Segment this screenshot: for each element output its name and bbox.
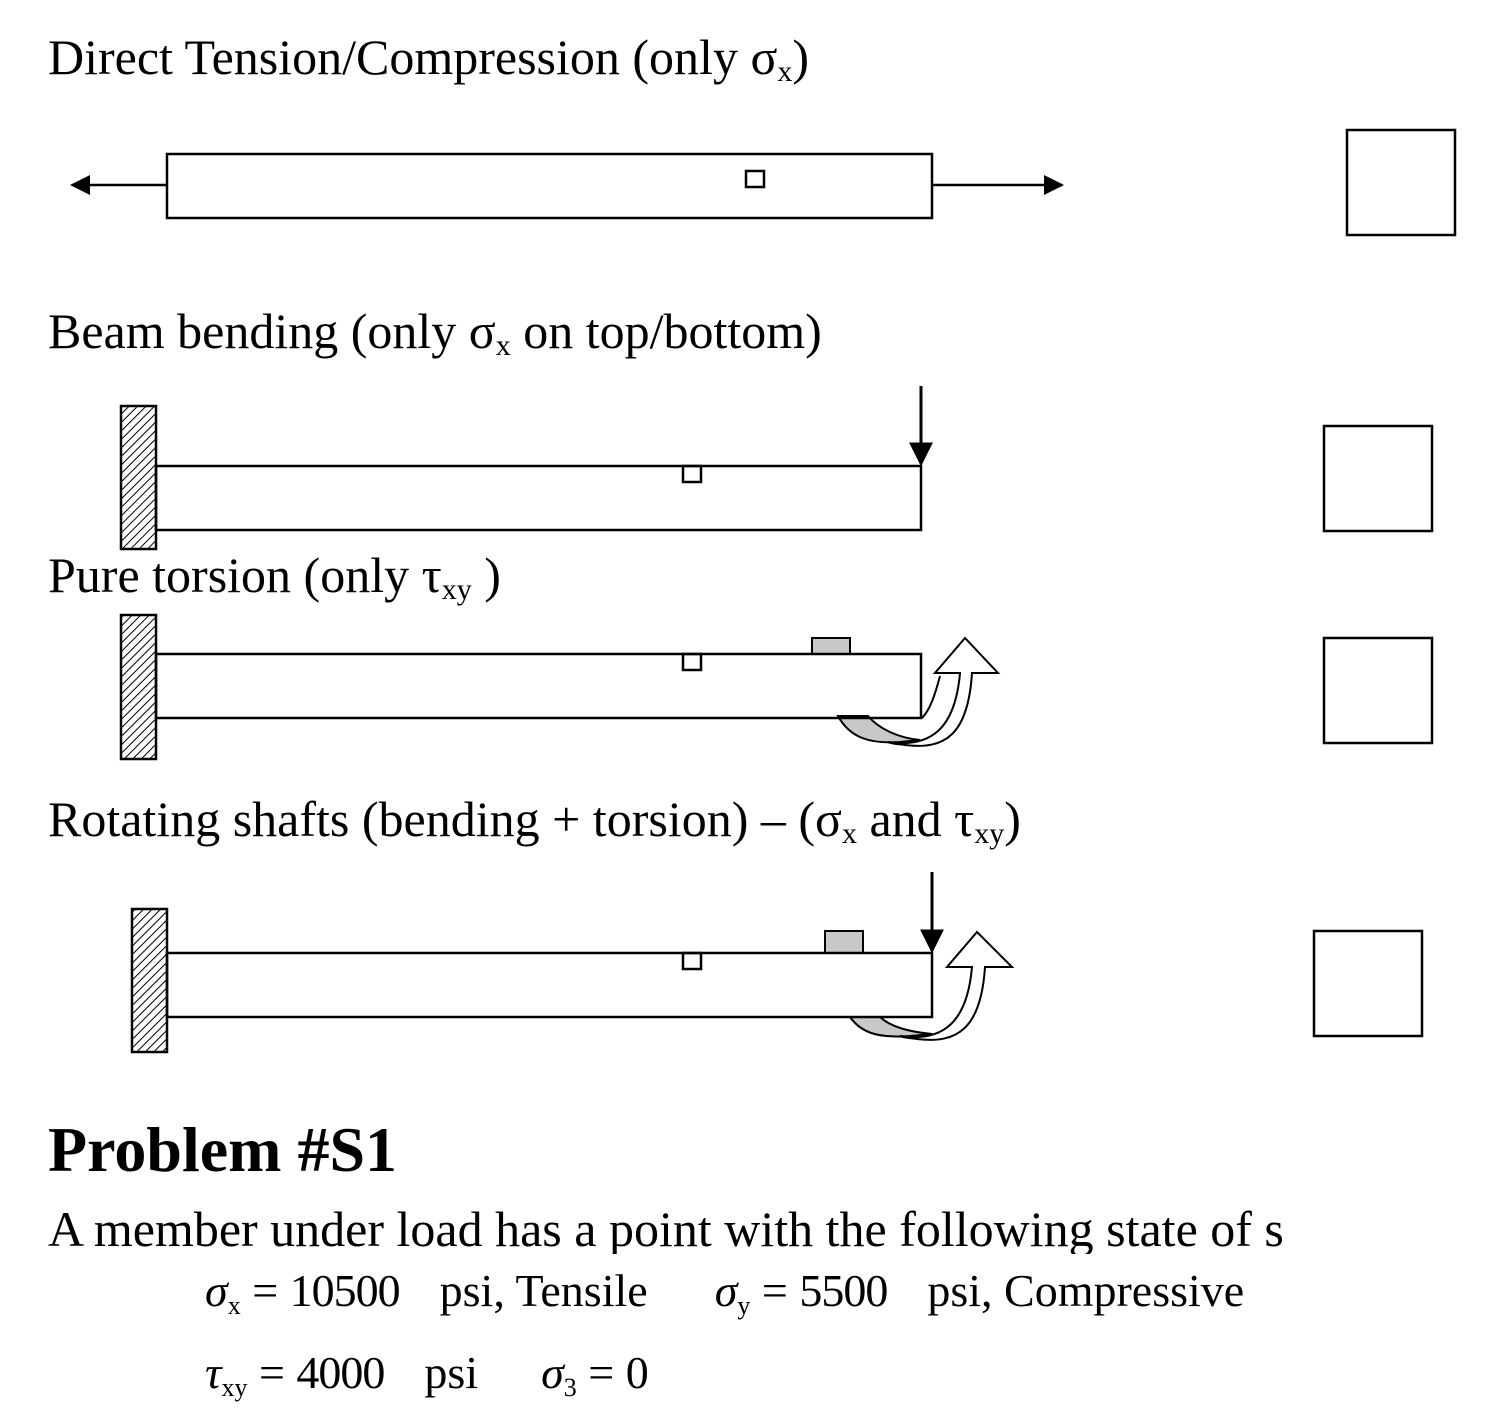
torque-arrow — [899, 930, 1015, 1041]
sigma-y-subscript: y — [737, 1291, 751, 1320]
sigma-3-subscript: 3 — [563, 1373, 577, 1402]
equation-row-2: τxy = 4000 psi σ3 = 0 — [205, 1347, 649, 1406]
torque-arrow — [887, 636, 1001, 747]
grip-tab — [824, 930, 864, 954]
problem-title: Problem #S1 — [48, 1114, 398, 1185]
sigma-x-subscript: x — [227, 1291, 241, 1320]
heading-subscript: xy — [974, 817, 1005, 850]
torque-arrow-back — [836, 715, 921, 744]
torque-arrow-inner — [921, 675, 941, 719]
stress-element-marker — [681, 652, 703, 672]
sigma-y-unit: psi, Compressive — [927, 1265, 1245, 1316]
problem-statement: A member under load has a point with the… — [48, 1204, 1284, 1254]
heading-subscript: x — [777, 55, 793, 88]
sigma-3-symbol: σ — [541, 1347, 564, 1398]
sigma-y-value: 5500 — [799, 1265, 888, 1316]
answer-box-4[interactable] — [1312, 929, 1424, 1038]
tau-xy-subscript: xy — [221, 1373, 248, 1402]
tau-xy-unit: psi — [424, 1347, 479, 1398]
sigma-x-unit: psi, Tensile — [439, 1265, 648, 1316]
heading-mid: and τ — [856, 791, 975, 847]
sigma-x-value: 10500 — [289, 1265, 401, 1316]
pure-torsion-figure — [119, 613, 1001, 761]
equals-sign: = — [750, 1265, 800, 1316]
heading-subscript: x — [841, 817, 857, 850]
equals-sign: = — [576, 1347, 626, 1398]
tau-xy-value: 4000 — [296, 1347, 385, 1398]
torque-arrow-back — [848, 1016, 933, 1038]
section-heading-torsion: Pure torsion (only τxy ) — [48, 547, 501, 605]
heading-subscript: xy — [441, 573, 472, 606]
sigma-3-value: 0 — [625, 1347, 649, 1398]
section-heading-bending: Beam bending (only σx on top/bottom) — [48, 303, 822, 361]
answer-box-2[interactable] — [1322, 424, 1434, 533]
heading-text: Rotating shafts (bending + torsion) – (σ — [48, 791, 842, 847]
heading-text: Pure torsion (only τ — [48, 547, 442, 603]
sigma-y-symbol: σ — [714, 1265, 738, 1316]
equals-sign: = — [247, 1347, 297, 1398]
equals-sign: = — [240, 1265, 290, 1316]
beam-bending-figure — [119, 386, 933, 551]
torsion-shaft — [154, 652, 923, 720]
tau-xy-symbol: τ — [205, 1347, 222, 1398]
cantilever-beam — [154, 464, 923, 532]
stress-element-marker — [681, 464, 703, 484]
section-heading-tension: Direct Tension/Compression (only σx) — [48, 29, 810, 87]
heading-tail: ) — [792, 29, 810, 85]
answer-box-1[interactable] — [1345, 128, 1457, 237]
tension-bar — [165, 152, 934, 220]
answer-box-3[interactable] — [1322, 636, 1434, 745]
heading-text: Beam bending (only σ — [48, 303, 496, 359]
heading-tail: on top/bottom) — [510, 303, 822, 359]
diagram-figures — [70, 128, 1457, 1054]
wall-support — [130, 907, 169, 1054]
wall-support — [119, 404, 158, 551]
tension-bar-figure — [70, 152, 1064, 220]
sigma-x-symbol: σ — [205, 1265, 228, 1316]
wall-support — [119, 613, 158, 761]
heading-tail: ) — [1004, 791, 1021, 847]
grip-tab — [811, 637, 851, 655]
stress-element-marker — [744, 169, 766, 189]
rotating-shaft-figure — [130, 872, 1015, 1054]
rotating-shaft — [165, 951, 934, 1019]
heading-text: Direct Tension/Compression (only σ — [48, 29, 778, 85]
section-heading-rotating-shaft: Rotating shafts (bending + torsion) – (σ… — [48, 791, 1021, 849]
heading-subscript: x — [495, 329, 511, 362]
heading-tail: ) — [471, 547, 501, 603]
stress-element-marker — [681, 951, 703, 971]
